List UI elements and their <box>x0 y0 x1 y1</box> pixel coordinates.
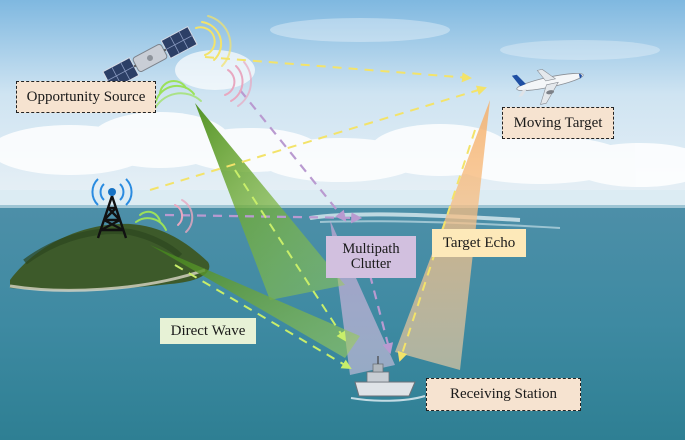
arrow-satellite-to-sea <box>239 89 347 222</box>
receiving-station-label: Receiving Station <box>426 378 581 411</box>
multipath-label-line2: Clutter <box>350 256 392 272</box>
clouds <box>0 18 685 187</box>
arrow-tower-to-target <box>149 85 487 191</box>
satellite-emission-arcs <box>153 15 252 111</box>
arrow-satellite-to-station <box>234 169 347 342</box>
island <box>9 223 210 292</box>
target-echo-label: Target Echo <box>432 229 526 257</box>
opportunity-source-label: Opportunity Source <box>16 81 156 113</box>
direct-wave-beam-satellite <box>195 103 345 300</box>
tower-emission-arcs <box>135 199 194 233</box>
direct-wave-beam-tower <box>150 245 360 358</box>
arrow-sea-to-station <box>368 274 394 355</box>
multipath-clutter-label: Multipath Clutter <box>326 236 416 278</box>
moving-target-label: Moving Target <box>502 107 614 139</box>
airplane-icon <box>511 69 584 105</box>
arrow-tower-to-sea <box>164 212 363 224</box>
arrow-satellite-to-target <box>204 56 472 83</box>
direct-wave-label: Direct Wave <box>160 318 256 344</box>
arrow-tower-to-station <box>174 264 352 370</box>
multipath-label-line1: Multipath <box>342 240 400 257</box>
ship-icon <box>350 356 426 402</box>
